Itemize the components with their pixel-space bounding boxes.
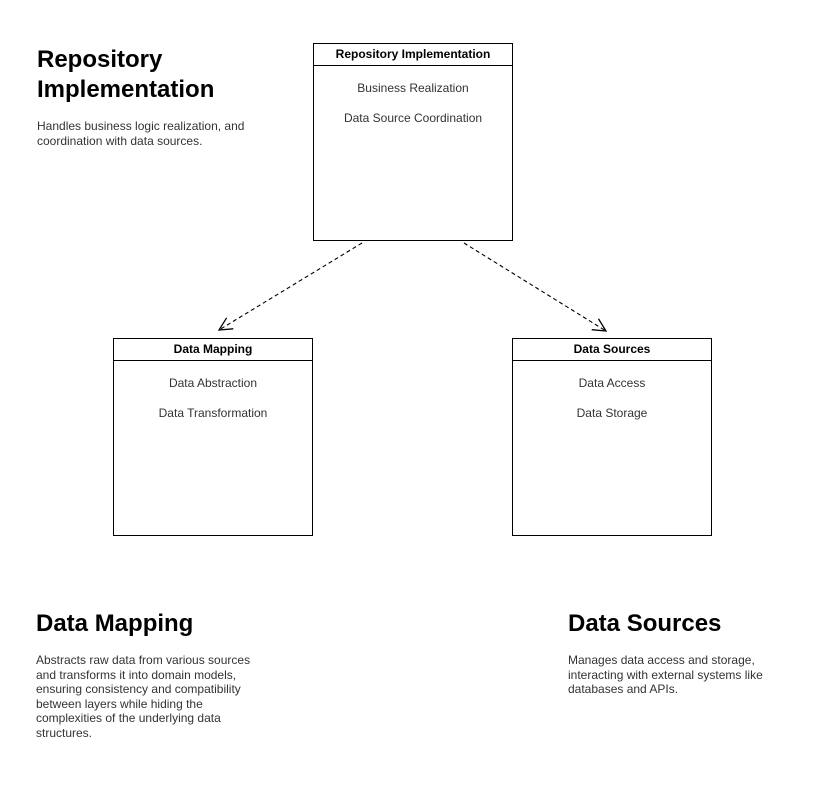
spacer <box>37 105 297 119</box>
spacer <box>36 639 336 653</box>
node-item: Data Transformation <box>158 406 268 420</box>
node-title: Data Sources <box>513 339 711 361</box>
annotation-title: Data Mapping <box>36 610 194 637</box>
node-item: Data Abstraction <box>168 376 258 390</box>
node-repository-implementation[interactable]: Repository Implementation Business Reali… <box>313 43 513 241</box>
annotation-body: Abstracts raw data from various sources … <box>36 653 251 740</box>
dependency-arrow-to-data-sources <box>463 242 606 331</box>
spacer <box>568 639 808 653</box>
node-title: Repository Implementation <box>314 44 512 66</box>
node-body: Data Abstraction Data Transformation <box>114 361 312 428</box>
node-item: Data Source Coordination <box>343 111 483 125</box>
node-body: Data Access Data Storage <box>513 361 711 428</box>
annotation-repository-implementation: Repository Implementation Handles busine… <box>37 45 297 148</box>
node-item: Data Storage <box>576 406 648 420</box>
node-data-mapping[interactable]: Data Mapping Data Abstraction Data Trans… <box>113 338 313 536</box>
annotation-body: Handles business logic realization, and … <box>37 119 245 148</box>
node-title: Data Mapping <box>114 339 312 361</box>
node-item: Data Access <box>578 376 646 390</box>
node-body: Business Realization Data Source Coordin… <box>314 66 512 133</box>
node-data-sources[interactable]: Data Sources Data Access Data Storage <box>512 338 712 536</box>
annotation-data-sources: Data Sources Manages data access and sto… <box>568 609 808 697</box>
annotation-data-mapping: Data Mapping Abstracts raw data from var… <box>36 609 336 740</box>
annotation-body: Manages data access and storage, interac… <box>568 653 763 696</box>
node-item: Business Realization <box>357 81 469 95</box>
dependency-arrow-to-data-mapping <box>219 242 363 330</box>
annotation-title: Data Sources <box>568 610 722 637</box>
annotation-title: Repository Implementation <box>37 46 215 103</box>
